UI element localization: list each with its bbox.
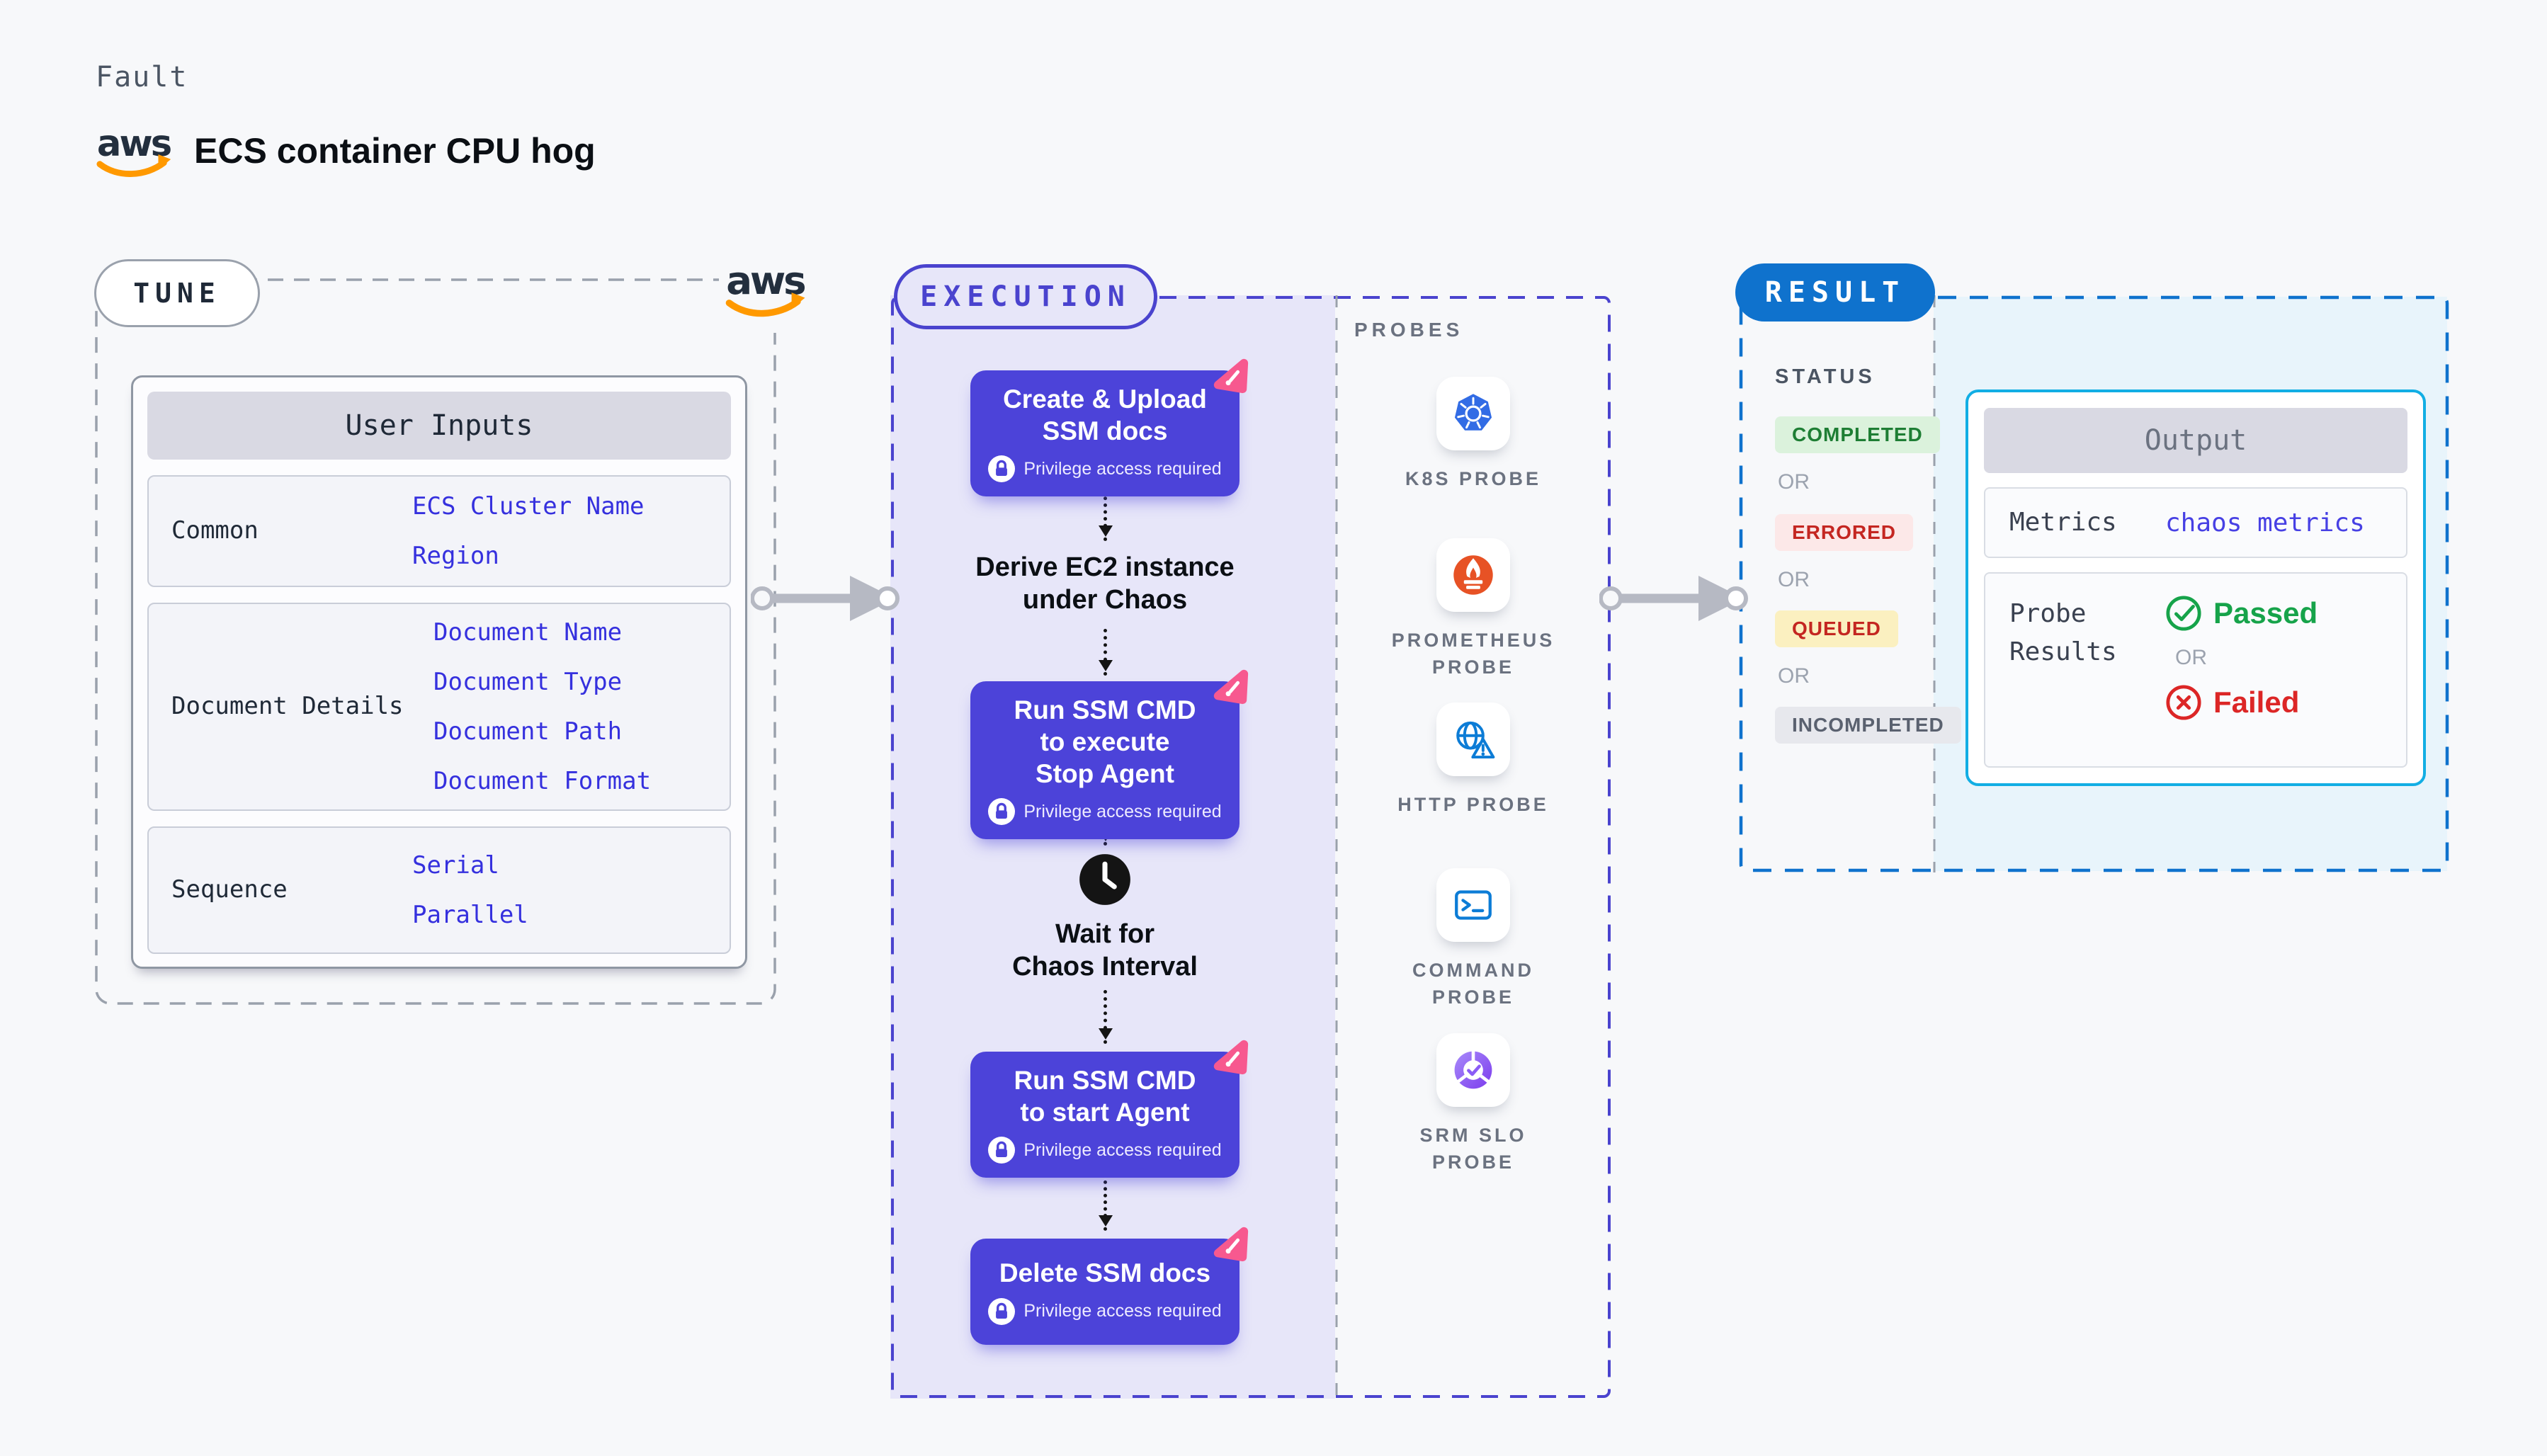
tune-section-pill: TUNE bbox=[94, 259, 260, 327]
metrics-label: Metrics bbox=[2009, 508, 2117, 537]
aws-smile-arrow-icon bbox=[158, 154, 171, 170]
user-inputs-header: User Inputs bbox=[147, 392, 731, 460]
failed-label: Failed bbox=[2213, 686, 2300, 719]
privilege-note: Privilege access required bbox=[1023, 1301, 1222, 1321]
passed-label: Passed bbox=[2213, 596, 2318, 630]
fault-kicker: Fault bbox=[96, 61, 188, 93]
step-create-upload-ssm-docs[interactable]: Create & Upload SSM docs Privilege acces… bbox=[970, 358, 1249, 497]
or-label: OR bbox=[1778, 664, 1810, 688]
probe-label: PROMETHEUS PROBE bbox=[1391, 630, 1555, 678]
flow-arrow-down bbox=[1099, 629, 1113, 676]
step-title: Run SSM CMD to start Agent bbox=[1014, 1066, 1196, 1127]
prometheus-icon[interactable] bbox=[1436, 538, 1510, 612]
lock-icon bbox=[988, 455, 1016, 483]
http-globe-icon[interactable] bbox=[1436, 703, 1510, 776]
passed-check-icon bbox=[2166, 596, 2201, 631]
step-delete-ssm-docs[interactable]: Delete SSM docs Privilege access require… bbox=[970, 1227, 1249, 1345]
probe-results-row: Probe Results Passed OR Failed bbox=[1984, 572, 2407, 768]
privilege-note: Privilege access required bbox=[1023, 801, 1222, 821]
kubernetes-icon[interactable] bbox=[1436, 377, 1510, 450]
lock-icon bbox=[988, 798, 1016, 826]
result-section-pill: RESULT bbox=[1735, 263, 1935, 322]
step-run-ssm-start-agent[interactable]: Run SSM CMD to start Agent Privilege acc… bbox=[970, 1040, 1249, 1178]
aws-logo: aws bbox=[725, 261, 807, 317]
lock-icon bbox=[988, 1137, 1016, 1164]
table-row-common: Common ECS Cluster Name Region bbox=[147, 475, 731, 587]
probe-k8s: K8S PROBE bbox=[1381, 377, 1565, 493]
chaos-pink-icon bbox=[1210, 355, 1251, 396]
step-title: Delete SSM docs bbox=[999, 1258, 1211, 1288]
chaos-metrics-link[interactable]: chaos metrics bbox=[2165, 508, 2365, 538]
probe-label: COMMAND PROBE bbox=[1412, 960, 1534, 1008]
execution-section-pill: EXECUTION bbox=[894, 264, 1157, 329]
step-title: Create & Upload SSM docs bbox=[1003, 385, 1207, 446]
input-link-document-type[interactable]: Document Type bbox=[433, 668, 623, 696]
chaos-pink-icon bbox=[1210, 1223, 1251, 1264]
input-link-serial[interactable]: Serial bbox=[412, 851, 499, 880]
probe-prometheus: PROMETHEUS PROBE bbox=[1381, 538, 1565, 681]
probe-label: HTTP PROBE bbox=[1397, 794, 1549, 815]
probe-label: SRM SLO PROBE bbox=[1419, 1125, 1527, 1173]
step-derive-ec2-label: Derive EC2 instance under Chaos bbox=[975, 552, 1235, 615]
table-row-sequence: Sequence Serial Parallel bbox=[147, 826, 731, 954]
output-header: Output bbox=[1984, 408, 2407, 473]
or-label: OR bbox=[2175, 646, 2207, 669]
input-link-region[interactable]: Region bbox=[412, 542, 499, 570]
tune-aws-logo-wrap: aws bbox=[719, 249, 817, 333]
page-title: ECS container CPU hog bbox=[194, 131, 596, 171]
privilege-note: Privilege access required bbox=[1023, 458, 1222, 479]
flow-arrow-down bbox=[1099, 990, 1113, 1044]
tune-to-execution-arrow bbox=[751, 576, 900, 621]
status-badge-errored: ERRORED bbox=[1775, 514, 1914, 551]
probe-srm-slo: SRM SLO PROBE bbox=[1381, 1033, 1565, 1176]
chaos-pink-icon bbox=[1210, 666, 1251, 707]
input-link-document-path[interactable]: Document Path bbox=[433, 717, 623, 746]
execution-to-result-arrow bbox=[1599, 576, 1748, 621]
row-label: Document Details bbox=[171, 692, 404, 721]
aws-smile-icon bbox=[96, 159, 167, 177]
status-heading: STATUS bbox=[1775, 365, 1876, 388]
srm-slo-icon[interactable] bbox=[1436, 1033, 1510, 1107]
user-inputs-card: User Inputs Common ECS Cluster Name Regi… bbox=[131, 375, 747, 969]
probe-results-label: Probe Results bbox=[2009, 599, 2117, 666]
chaos-pink-icon bbox=[1210, 1036, 1251, 1077]
probe-command: COMMAND PROBE bbox=[1381, 868, 1565, 1011]
clock-icon bbox=[1079, 854, 1130, 905]
row-label: Common bbox=[171, 516, 259, 545]
or-label: OR bbox=[1778, 470, 1810, 494]
status-badge-queued: QUEUED bbox=[1775, 610, 1898, 647]
failed-x-icon bbox=[2166, 685, 2201, 720]
table-row-document-details: Document Details Document Name Document … bbox=[147, 603, 731, 811]
aws-logo: aws bbox=[96, 125, 174, 177]
command-terminal-icon[interactable] bbox=[1436, 868, 1510, 942]
privilege-note: Privilege access required bbox=[1023, 1139, 1222, 1160]
row-label: Sequence bbox=[171, 875, 288, 904]
output-card: Output Metrics chaos metrics Probe Resul… bbox=[1965, 389, 2426, 786]
probes-heading: PROBES bbox=[1354, 319, 1464, 341]
input-link-parallel[interactable]: Parallel bbox=[412, 901, 528, 929]
input-link-document-format[interactable]: Document Format bbox=[433, 767, 652, 795]
input-link-document-name[interactable]: Document Name bbox=[433, 618, 623, 647]
step-run-ssm-stop-agent[interactable]: Run SSM CMD to execute Stop Agent Privil… bbox=[970, 669, 1249, 840]
status-badge-completed: COMPLETED bbox=[1775, 416, 1940, 453]
probe-label: K8S PROBE bbox=[1405, 468, 1542, 489]
step-wait-chaos-interval-label: Wait for Chaos Interval bbox=[1012, 919, 1198, 982]
probe-http: HTTP PROBE bbox=[1381, 703, 1565, 819]
step-title: Run SSM CMD to execute Stop Agent bbox=[1014, 695, 1196, 789]
lock-icon bbox=[988, 1297, 1016, 1325]
status-badge-incompleted: INCOMPLETED bbox=[1775, 707, 1961, 744]
input-link-ecs-cluster-name[interactable]: ECS Cluster Name bbox=[412, 492, 645, 521]
metrics-row: Metrics chaos metrics bbox=[1984, 487, 2407, 558]
or-label: OR bbox=[1778, 568, 1810, 591]
